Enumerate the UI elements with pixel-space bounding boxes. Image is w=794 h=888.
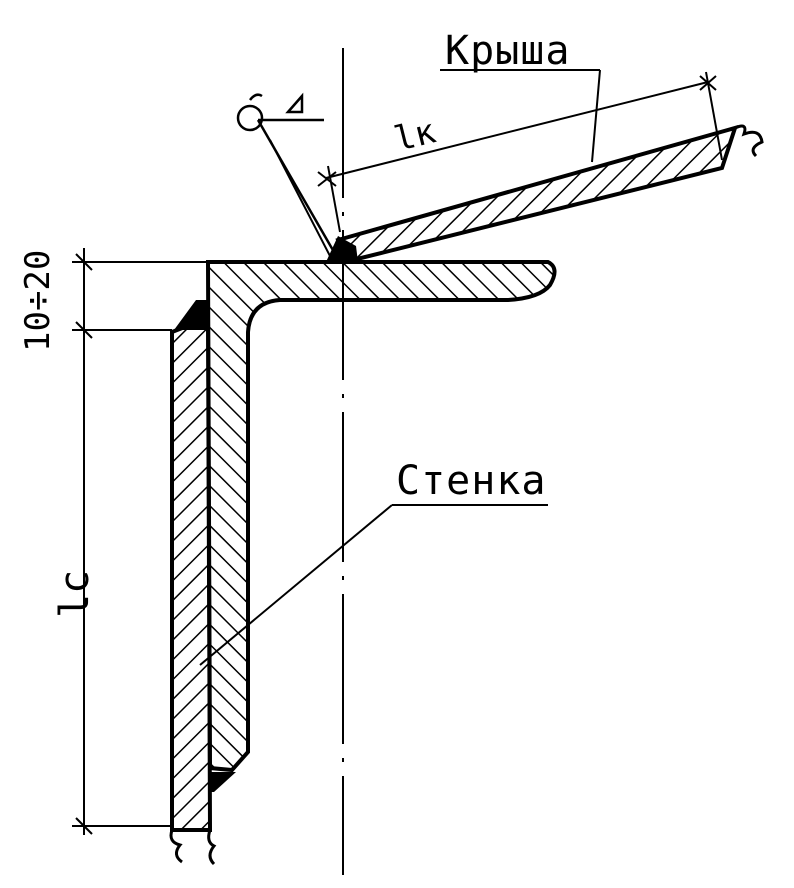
wall-break — [169, 829, 217, 866]
roof-dim-line — [325, 81, 709, 179]
roof-dim-tick-2 — [699, 75, 717, 91]
fillet-weld-symbol-icon — [236, 92, 304, 132]
wall-label-leader — [199, 504, 393, 666]
weld-roof — [326, 236, 358, 262]
roof-break — [720, 124, 764, 169]
wall-label: Стенка — [396, 458, 547, 504]
roof-label: Крыша — [445, 28, 571, 74]
dim-tick-top — [75, 253, 93, 271]
weld-leader — [256, 119, 336, 253]
gap-dimension-label: 10÷20 — [18, 249, 58, 352]
weld-bottom — [210, 772, 236, 792]
roof-ext-2 — [705, 71, 723, 161]
wall-plate — [170, 315, 213, 832]
weld-top — [174, 300, 210, 330]
angle-profile — [205, 260, 557, 773]
dim-tick-mid — [75, 321, 93, 339]
weld-leader-2 — [269, 139, 331, 257]
roof-dim-tick-1 — [317, 171, 337, 187]
wall-overlap-label: lс — [52, 569, 98, 618]
dim-tick-bottom — [75, 817, 93, 835]
roof-label-leader — [591, 69, 601, 163]
